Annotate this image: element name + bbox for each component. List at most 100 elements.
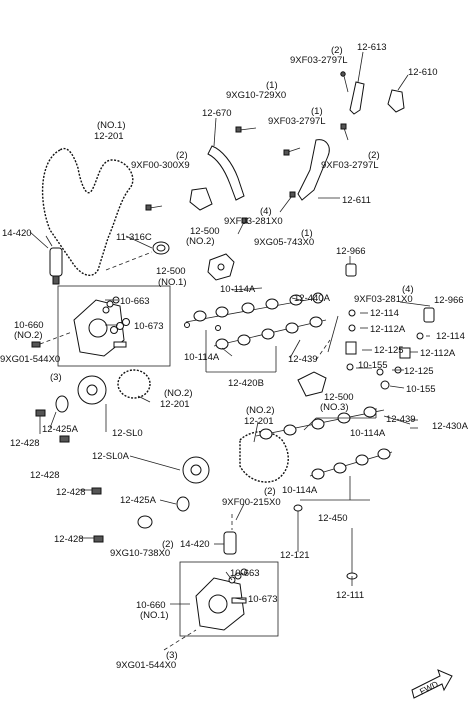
part-12-201-c-label: 12-201 [244, 416, 274, 427]
part-12-420b-label: 12-420B [228, 378, 264, 389]
part-12-111-label: 12-111 [336, 590, 364, 601]
qty-label: (1) [266, 80, 278, 91]
qty-label: (1) [301, 228, 313, 239]
labels: 12-613 12-610 (2) 9XF03-2797L 9XG10-729X… [0, 42, 469, 671]
bolt-9xg01-544x0-a [31, 331, 73, 348]
part-no1-label: (NO.1) [97, 120, 126, 131]
part-10-663-a-label: 10-663 [120, 296, 150, 307]
part-10-114a-a-label: 10-114A [220, 284, 256, 295]
vvt-assembly-box-no1 [179, 561, 279, 637]
part-9xg01-544x0-b-label: 9XG01-544X0 [116, 660, 176, 671]
part-9xf03-281x0-b-label: 9XF03-281X0 [354, 294, 413, 305]
qty-label: (2) [368, 150, 380, 161]
lifter-stack-right [345, 263, 435, 390]
fwd-arrow: FWD [411, 669, 453, 699]
part-12-428-c-label: 12-428 [56, 487, 86, 498]
bolt-9xg01-544x0-b [163, 629, 197, 651]
bolt-9xf03-2797l-a [340, 71, 349, 93]
bolt-9xf03-2797l-b [283, 147, 301, 156]
part-10-155-b-label: 10-155 [406, 384, 436, 395]
part-12-610-label: 12-610 [408, 67, 438, 78]
valve-12-111 [346, 528, 358, 580]
washer-12-425a-a [55, 395, 69, 413]
part-12-428-d-label: 12-428 [54, 534, 84, 545]
part-9xg01-544x0-a-label: 9XG01-544X0 [0, 354, 60, 365]
qty-label: (3) [166, 650, 178, 661]
bolt-12-428-b [59, 435, 70, 443]
part-12-sl0a-label: 12-SL0A [92, 451, 130, 462]
part-12-430a-label: 12-430A [432, 421, 469, 432]
qty-label: (2) [162, 539, 174, 550]
part-10-155-a-label: 10-155 [358, 360, 388, 371]
part-9xg10-729x0-label: 9XG10-729X0 [226, 90, 286, 101]
part-no1-label: (NO.1) [158, 277, 187, 288]
part-10-663-b-label: 10-663 [230, 568, 260, 579]
part-no2-label: (NO.2) [186, 236, 215, 247]
part-no2-label: (NO.2) [164, 388, 193, 399]
part-no3-label: (NO.3) [320, 402, 349, 413]
part-9xf03-2797l-b-label: 9XF03-2797L [268, 116, 326, 127]
part-12-611-label: 12-611 [342, 195, 371, 206]
part-10-660-a-label: 10-660 [14, 320, 44, 331]
part-12-966-a-label: 12-966 [336, 246, 366, 257]
part-10-114a-c-label: 10-114A [350, 428, 386, 439]
part-12-439-b-label: 12-439 [386, 414, 416, 425]
timing-chain-no2-left [117, 369, 151, 399]
chain-guide-12-670 [207, 145, 245, 201]
pins-10-114a [184, 322, 221, 331]
part-10-114a-d-label: 10-114A [282, 485, 318, 496]
qty-label: (2) [176, 150, 188, 161]
part-9xg05-743x0-label: 9XG05-743X0 [254, 237, 314, 248]
part-12-500-c-label: 12-500 [324, 392, 354, 403]
chain-guide-12-611 [297, 139, 330, 201]
part-12-500-b-label: 12-500 [156, 266, 186, 277]
part-12-125-b-label: 12-125 [404, 366, 434, 377]
qty-label: (2) [264, 486, 276, 497]
bolt-12-428-a [35, 409, 46, 417]
part-no1-label: (NO.1) [140, 610, 169, 621]
part-10-114a-b-label: 10-114A [184, 352, 220, 363]
part-12-121-label: 12-121 [280, 550, 310, 561]
camshaft-12-440a [185, 292, 324, 323]
oil-control-valve-14-420-b [223, 514, 237, 555]
fwd-label: FWD [418, 679, 440, 697]
chain-guide-12-500-no2 [189, 187, 213, 211]
part-12-201-b-label: 12-201 [160, 399, 190, 410]
part-12-428-b-label: 12-428 [30, 470, 60, 481]
part-12-201-a-label: 12-201 [94, 131, 124, 142]
part-12-114-a-label: 12-114 [370, 308, 399, 319]
qty-label: (1) [311, 106, 323, 117]
part-9xf00-215x0-label: 9XF00-215X0 [222, 497, 281, 508]
valve-12-121 [293, 504, 303, 548]
qty-label: (4) [260, 206, 272, 217]
part-11-316c-label: 11-316C [116, 232, 152, 243]
part-14-420-b-label: 14-420 [180, 539, 210, 550]
bolt-9xf03-281x0-a [237, 217, 248, 235]
bracket-12-500-no3 [297, 339, 331, 397]
bolt-9xf03-281x0-b [327, 315, 339, 353]
qty-label: (3) [50, 372, 62, 383]
part-9xg10-738x0-label: 9XG10-738X0 [110, 548, 170, 559]
camshaft-12-450 [309, 448, 393, 480]
chain-guide-12-610 [387, 89, 405, 113]
part-12-114-b-label: 12-114 [436, 331, 465, 342]
part-9xf03-2797l-a-label: 9XF03-2797L [290, 55, 348, 66]
part-10-673-b-label: 10-673 [248, 594, 278, 605]
part-9xf03-281x0-a-label: 9XF03-281X0 [224, 216, 283, 227]
part-12-966-b-label: 12-966 [434, 295, 464, 306]
part-9xf00-300x9-label: 9XF00-300X9 [131, 160, 190, 171]
part-no2-label: (NO.2) [14, 330, 43, 341]
chain-tensioner-arm-12-613 [349, 81, 365, 115]
part-9xf03-2797l-c-label: 9XF03-2797L [321, 160, 379, 171]
part-14-420-a-label: 14-420 [2, 228, 32, 239]
part-12-670-label: 12-670 [202, 108, 232, 119]
part-12-425a-b-label: 12-425A [120, 495, 157, 506]
oil-control-valve-14-420-a [45, 235, 63, 285]
washer-12-425a-b [176, 496, 190, 512]
leader-lines [29, 51, 431, 605]
bolt-12-428-d [93, 535, 104, 543]
part-12-439-a-label: 12-439 [288, 354, 318, 365]
part-12-125-a-label: 12-125 [374, 345, 404, 356]
qty-label: (4) [402, 284, 414, 295]
